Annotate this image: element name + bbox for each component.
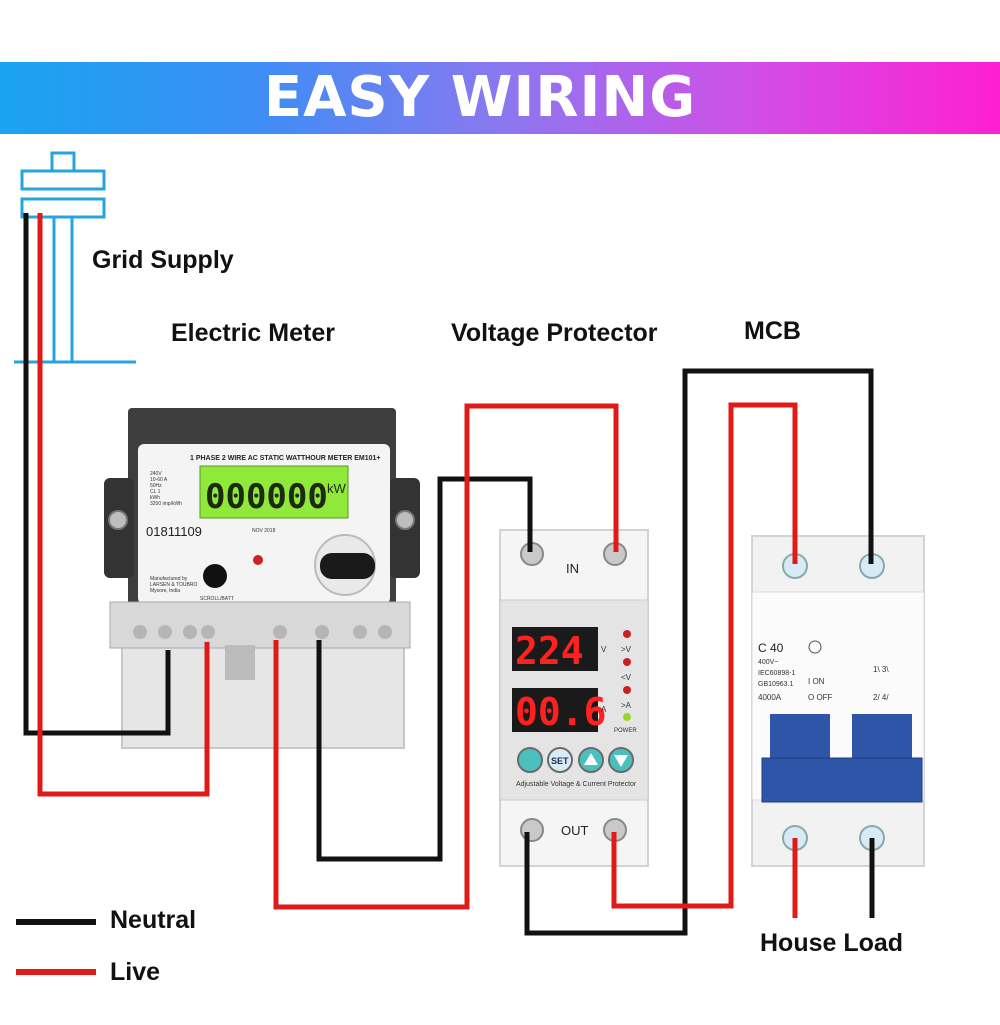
ccc-mark-icon <box>808 640 822 654</box>
mcb-breaker: C 40 400V~ IEC60898-1 GB10963.1 4000A I … <box>751 535 925 867</box>
mcb-spec-line: 400V~ <box>758 659 778 666</box>
current-display <box>512 688 598 732</box>
neutral-wire <box>524 368 874 936</box>
voltage-unit: V <box>601 645 607 654</box>
banner-title: EASY WIRING <box>263 65 697 130</box>
utility-pole-icon <box>14 151 136 364</box>
meter-maker: LARSEN & TOUBRO <box>150 582 197 588</box>
mcb-terminal-label: 2/ 4/ <box>873 693 889 702</box>
voltage-display <box>512 627 598 671</box>
meter-lcd <box>199 465 349 519</box>
meter-date: NOV 2018 <box>252 528 276 534</box>
mcb-label: MCB <box>744 317 801 345</box>
indicator-led <box>623 686 631 694</box>
legend-live-label: Live <box>110 958 161 986</box>
meter-spec-line: CL 1 <box>150 489 161 495</box>
voltage-protector: IN OUT 224 V 00.6 A >V <V >A POWER SET A… <box>499 529 649 867</box>
indicator-led <box>623 658 631 666</box>
meter-scroll-label: SCROLL/BATT <box>200 596 234 602</box>
meter-spec-line: 240V <box>150 471 162 477</box>
meter-maker: Manufactured by <box>150 576 188 582</box>
mcb-terminal-label: 1\ 3\ <box>873 665 889 674</box>
protector-button-row: SET <box>517 747 634 773</box>
mcb-toggle-left <box>770 714 830 760</box>
power-button-icon <box>517 747 543 773</box>
meter-serial: 01811109 <box>146 524 202 539</box>
indicator-label: >A <box>621 701 632 710</box>
mcb-toggle-bar <box>761 757 923 803</box>
voltage-value: 224 <box>515 629 584 673</box>
meter-spec-line: 10-60 A <box>150 477 168 483</box>
protector-caption: Adjustable Voltage & Current Protector <box>516 781 637 788</box>
indicator-led <box>623 630 631 638</box>
indicator-label: <V <box>621 673 632 682</box>
neutral-wire <box>23 213 171 736</box>
set-button <box>547 747 573 773</box>
voltage-protector-label: Voltage Protector <box>451 319 658 347</box>
mcb-spec-line: GB10963.1 <box>758 681 794 688</box>
meter-spec-line: 50Hz <box>150 483 162 489</box>
meter-maker: Mysore, India <box>150 588 180 594</box>
indicator-label: >V <box>621 645 632 654</box>
mcb-toggle-right <box>852 714 912 760</box>
meter-screw-icon <box>108 510 128 530</box>
house-load-label: House Load <box>760 929 904 957</box>
meter-header: 1 PHASE 2 WIRE AC STATIC WATTHOUR METER … <box>190 455 381 462</box>
current-unit: A <box>601 705 607 714</box>
meter-scroll-button <box>203 564 227 588</box>
protector-in-label: IN <box>566 561 579 576</box>
grid-supply-label: Grid Supply <box>92 246 234 274</box>
live-wire <box>273 403 619 910</box>
legend-neutral-label: Neutral <box>110 906 197 934</box>
meter-screw-icon <box>395 510 415 530</box>
mcb-spec-line: 4000A <box>758 693 782 702</box>
mcb-spec-line: IEC60898-1 <box>758 670 795 677</box>
meter-display: 000000 <box>205 477 328 517</box>
protector-screw-icon <box>520 818 544 842</box>
meter-led <box>253 555 263 565</box>
live-wire <box>611 402 798 909</box>
electric-meter: 1 PHASE 2 WIRE AC STATIC WATTHOUR METER … <box>104 408 420 749</box>
current-value: 00.6 <box>515 690 607 734</box>
meter-spec-line: kWh <box>150 495 160 501</box>
meter-spec-line: 3200 imp/kWh <box>150 501 182 507</box>
neutral-wire <box>316 476 533 862</box>
title-banner: EASY WIRING <box>0 62 1000 134</box>
set-button-label: SET <box>551 756 569 766</box>
power-led <box>623 713 631 721</box>
meter-display-unit: kW <box>327 481 347 496</box>
mcb-rating: C 40 <box>758 641 784 655</box>
electric-meter-label: Electric Meter <box>171 319 335 347</box>
protector-out-label: OUT <box>561 823 589 838</box>
mcb-on-label: I ON <box>808 677 825 686</box>
meter-spec-lines: 240V 10-60 A 50Hz CL 1 kWh 3200 imp/kWh <box>150 471 182 507</box>
live-wire <box>37 213 210 797</box>
power-label: POWER <box>614 728 637 734</box>
mcb-off-label: O OFF <box>808 693 833 702</box>
